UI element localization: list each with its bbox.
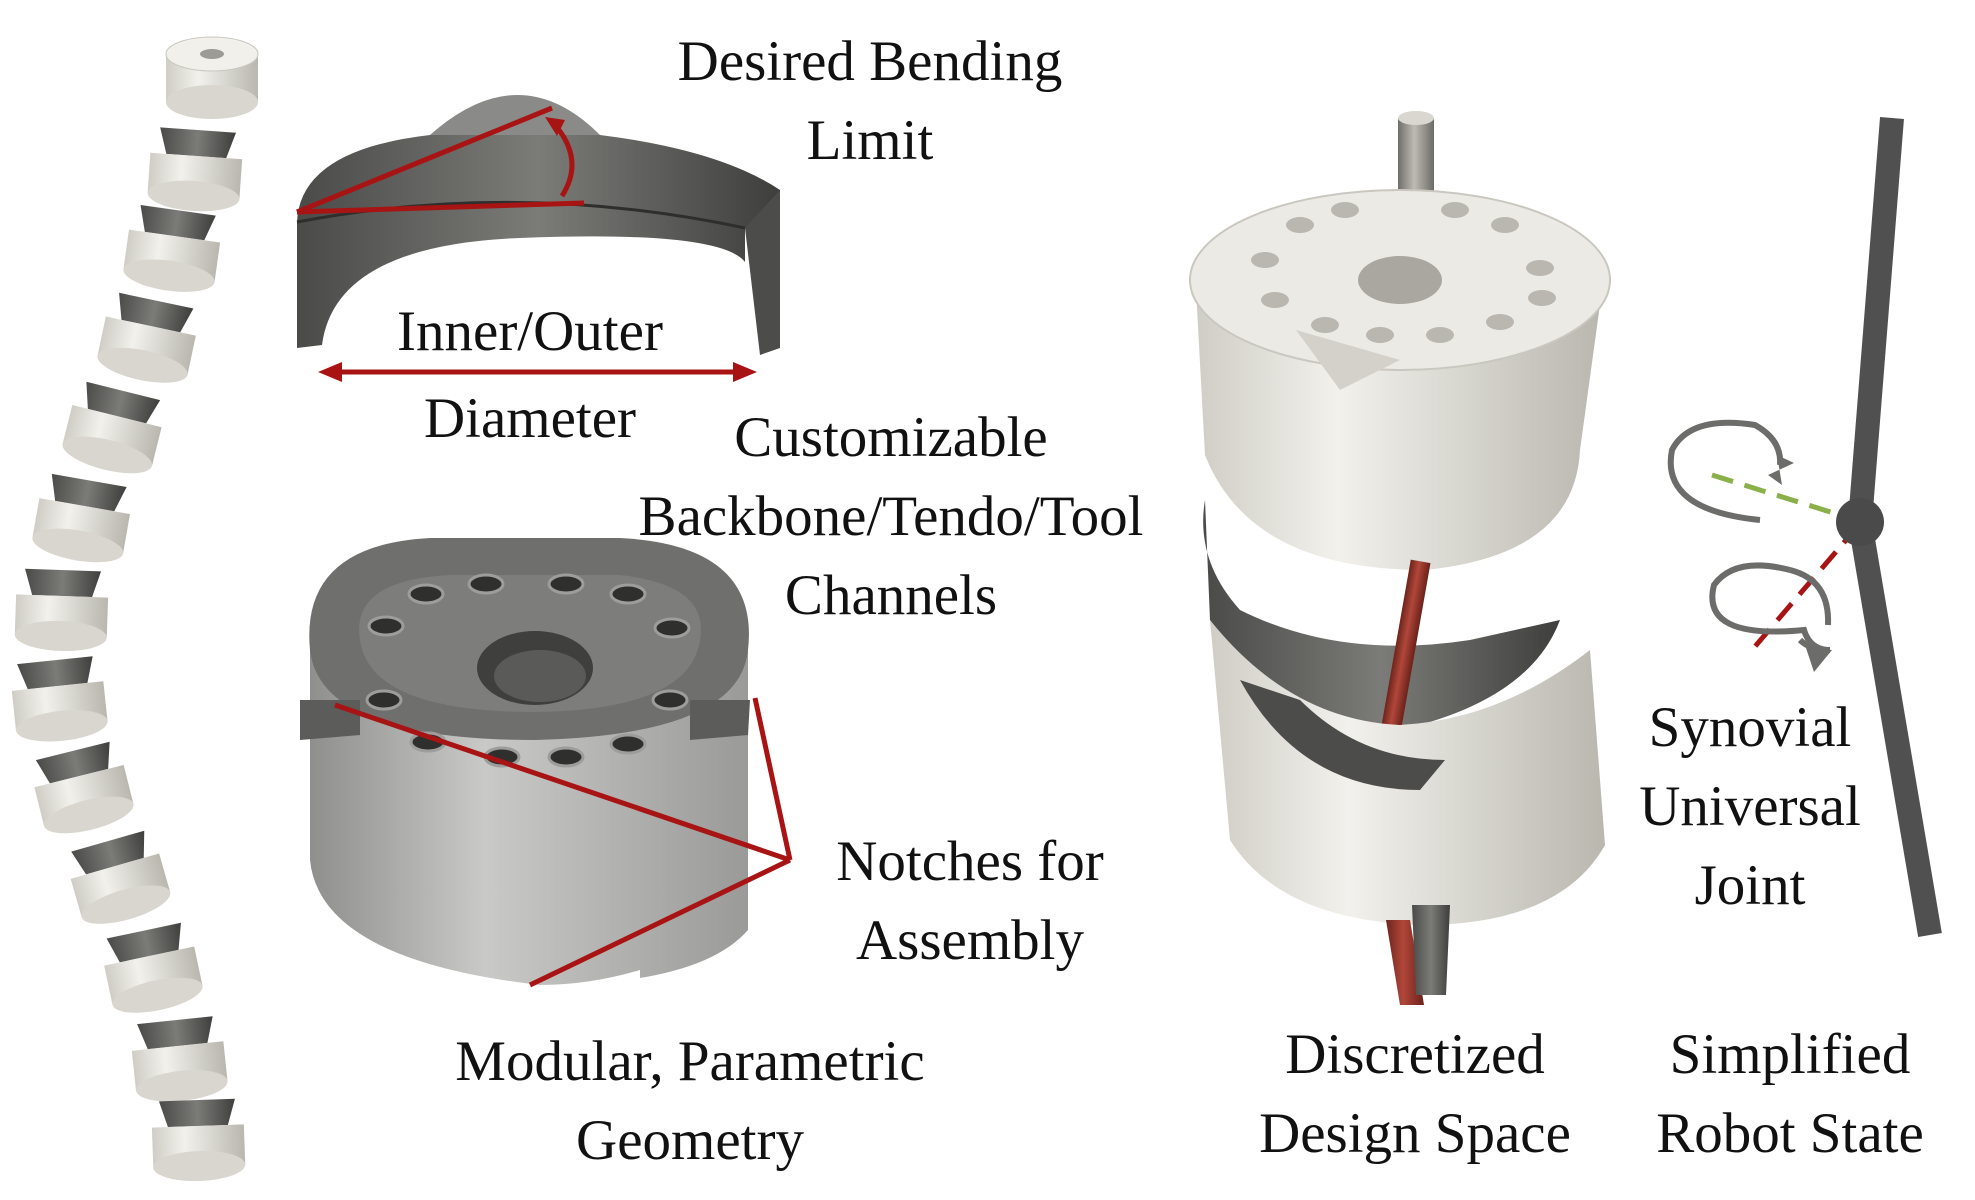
label-design-space-line2: Design Space	[1259, 1102, 1571, 1165]
notch-pointer-lines	[334, 697, 793, 988]
label-robot-state-line2: Robot State	[1656, 1102, 1924, 1165]
label-notches: Notches for Assembly	[800, 822, 1140, 980]
hinge-band	[1203, 500, 1560, 741]
label-bending-limit: Desired Bending Limit	[645, 22, 1095, 180]
label-channels: Customizable Backbone/Tendo/Tool Channel…	[586, 398, 1196, 635]
label-design-space: Discretized Design Space	[1225, 1015, 1605, 1173]
label-robot-state: Simplified Robot State	[1620, 1015, 1960, 1173]
joint-axis-red	[1750, 524, 1860, 652]
label-bending-limit-line1: Desired Bending	[677, 30, 1063, 93]
bending-angle-annotation	[296, 105, 585, 215]
rod-bottom-pair	[1386, 905, 1450, 1005]
robot-segment-chain	[11, 36, 259, 1182]
joint-node	[1836, 498, 1884, 546]
label-joint: Synovial Universal Joint	[1605, 688, 1895, 925]
label-design-space-line1: Discretized	[1285, 1023, 1545, 1086]
rotation-arrow-green	[1667, 419, 1794, 523]
label-joint-line2: Universal	[1639, 775, 1861, 838]
label-joint-line1: Synovial	[1648, 696, 1852, 759]
label-robot-state-line1: Simplified	[1669, 1023, 1911, 1086]
label-channels-line2: Backbone/Tendo/Tool	[638, 485, 1144, 548]
diameter-arrow	[318, 362, 757, 382]
lower-segment	[1210, 620, 1605, 925]
rotation-arrow-red	[1709, 562, 1832, 672]
label-diameter-line2: Diameter	[423, 387, 637, 450]
label-notches-line1: Notches for	[836, 830, 1104, 893]
label-diameter: Inner/Outer Diameter	[355, 292, 705, 458]
label-geometry-line1: Modular, Parametric	[455, 1030, 925, 1093]
label-geometry-line2: Geometry	[576, 1109, 804, 1172]
label-diameter-line1: Inner/Outer	[397, 300, 663, 363]
bending-limit-arch	[296, 95, 780, 355]
label-joint-line3: Joint	[1694, 854, 1806, 917]
robot-state-link	[1848, 117, 1942, 938]
label-notches-line2: Assembly	[856, 909, 1084, 972]
upper-segment	[1189, 189, 1611, 570]
label-channels-line1: Customizable	[734, 406, 1048, 469]
label-geometry: Modular, Parametric Geometry	[400, 1022, 980, 1180]
label-bending-limit-line2: Limit	[806, 109, 934, 172]
joint-axis-green	[1711, 472, 1857, 523]
label-channels-line3: Channels	[784, 564, 998, 627]
